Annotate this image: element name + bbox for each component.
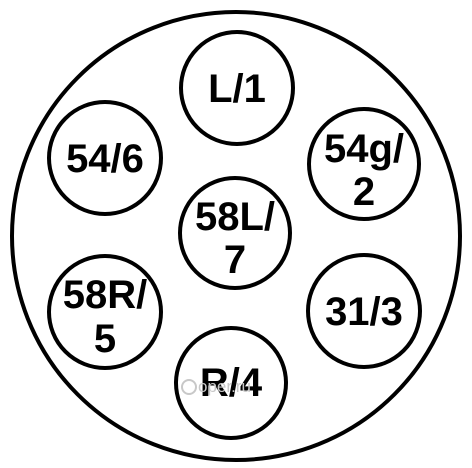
pin-1-label: L/1 bbox=[208, 67, 266, 111]
pin-1-circle bbox=[179, 30, 295, 146]
pin-6: 54/6 bbox=[47, 100, 163, 216]
pin-2: 54g/ 2 bbox=[307, 107, 421, 221]
watermark: oper.ru bbox=[181, 377, 251, 396]
pin-6-circle bbox=[47, 100, 163, 216]
pin-5-label-line-2: 5 bbox=[94, 317, 116, 361]
pin-4-circle bbox=[174, 326, 288, 440]
pin-3: 31/3 bbox=[306, 253, 422, 369]
connector-outline bbox=[10, 10, 462, 462]
pin-6-label: 54/6 bbox=[66, 137, 144, 181]
pin-3-circle bbox=[306, 253, 422, 369]
pin-7: 58L/ 7 bbox=[178, 176, 292, 290]
pin-2-label-line-2: 2 bbox=[353, 170, 375, 214]
watermark-text: oper.ru bbox=[198, 377, 251, 396]
pin-5-label-line-1: 58R/ bbox=[63, 273, 148, 317]
pin-3-label: 31/3 bbox=[325, 290, 403, 334]
pin-7-circle bbox=[178, 176, 292, 290]
pin-2-label-line-1: 54g/ bbox=[324, 127, 404, 171]
pin-4-label: R/4 bbox=[200, 361, 263, 405]
pin-1: L/1 bbox=[179, 30, 295, 146]
pin-7-label-line-2: 7 bbox=[224, 238, 246, 282]
pin-2-circle bbox=[307, 107, 421, 221]
pin-5-circle bbox=[47, 254, 163, 370]
pin-4: R/4 bbox=[174, 326, 288, 440]
watermark-logo-icon bbox=[181, 379, 197, 395]
pin-5: 58R/ 5 bbox=[47, 254, 163, 370]
pin-7-label-line-1: 58L/ bbox=[195, 195, 275, 239]
